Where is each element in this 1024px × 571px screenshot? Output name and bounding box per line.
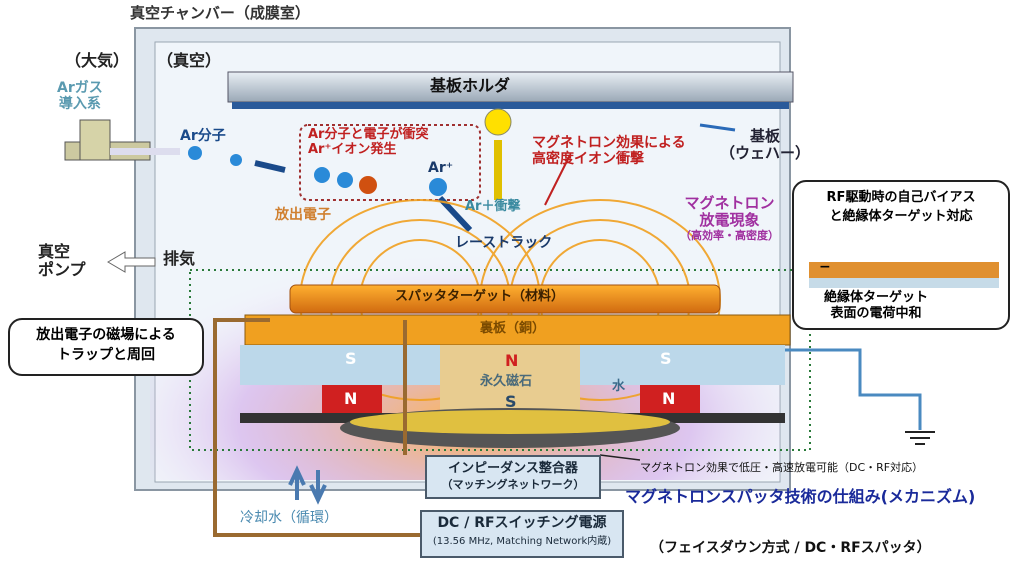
pole-n-left: N <box>344 389 358 408</box>
pump-label: 真空ポンプ <box>38 242 86 280</box>
exhaust-arrow <box>107 251 156 273</box>
pole-s-center: S <box>505 392 517 411</box>
magnet-n-right <box>640 385 700 415</box>
magnet-label: 永久磁石 <box>480 374 533 389</box>
substrate-holder-label: 基板ホルダ <box>430 76 511 95</box>
substrate <box>232 102 789 109</box>
ar-impact-label: Ar＋衝撃 <box>465 199 521 214</box>
atmosphere-label: （大気） <box>65 51 130 70</box>
magnetron-effect-label: マグネトロン効果による高密度イオン衝撃 <box>532 135 686 168</box>
emitted-electron-label: 放出電子 <box>275 207 331 223</box>
rf-callout: RF駆動時の自己バイアスと絶縁体ターゲット対応 − 絶縁体ターゲット表面の電荷中… <box>792 180 1010 330</box>
chamber-title: 真空チャンバー（成膜室） <box>130 4 310 22</box>
backing-plate-label: 裏板（銅） <box>480 321 546 336</box>
pole-n-center: N <box>505 351 519 370</box>
ar-ion-label: Ar⁺ <box>428 160 454 176</box>
exhaust-label: 排気 <box>163 249 196 268</box>
substrate-label: 基板（ウェハー） <box>720 127 811 163</box>
low-pressure-note: マグネトロン効果で低圧・高速放電可能（DC・RF対応） <box>640 461 924 474</box>
magnet-n-left <box>322 385 382 415</box>
ar-molecule-label: Ar分子 <box>180 128 226 144</box>
sputter-target <box>289 284 721 314</box>
trap-callout: 放出電子の磁場によるトラップと周回 <box>8 318 204 376</box>
pole-s-right: S <box>660 349 672 368</box>
vacuum-label: （真空） <box>157 51 222 70</box>
matching-network-box: インピーダンス整合器（マッチングネットワーク） <box>425 455 601 499</box>
racetrack-label: レーストラック <box>455 235 553 251</box>
gas-valve <box>79 119 111 161</box>
water-label: 水 <box>612 379 626 394</box>
cooling-water-label: 冷却水（循環） <box>240 510 338 526</box>
discharge-label: マグネトロン放電現象（高効率・高密度） <box>680 194 779 242</box>
ar-molecule <box>188 146 202 160</box>
power-supply-box: DC / RFスイッチング電源(13.56 MHz, Matching Netw… <box>420 510 624 558</box>
substrate-holder <box>227 71 794 103</box>
pole-n-right: N <box>662 389 676 408</box>
pole-s-left: S <box>345 349 357 368</box>
target-label: スパッタターゲット（材料） <box>395 289 565 304</box>
cooling-arrows <box>288 465 327 505</box>
sub-caption: （フェイスダウン方式 / DC・RFスパッタ） <box>650 540 931 556</box>
collision-box <box>299 124 481 201</box>
ground-icon <box>905 431 935 445</box>
center-magnet <box>440 345 580 415</box>
gas-inlet-label: Arガス導入系 <box>57 80 103 113</box>
main-caption: マグネトロンスパッタ技術の仕組み(メカニズム) <box>625 487 976 506</box>
ar-ion <box>429 178 447 196</box>
